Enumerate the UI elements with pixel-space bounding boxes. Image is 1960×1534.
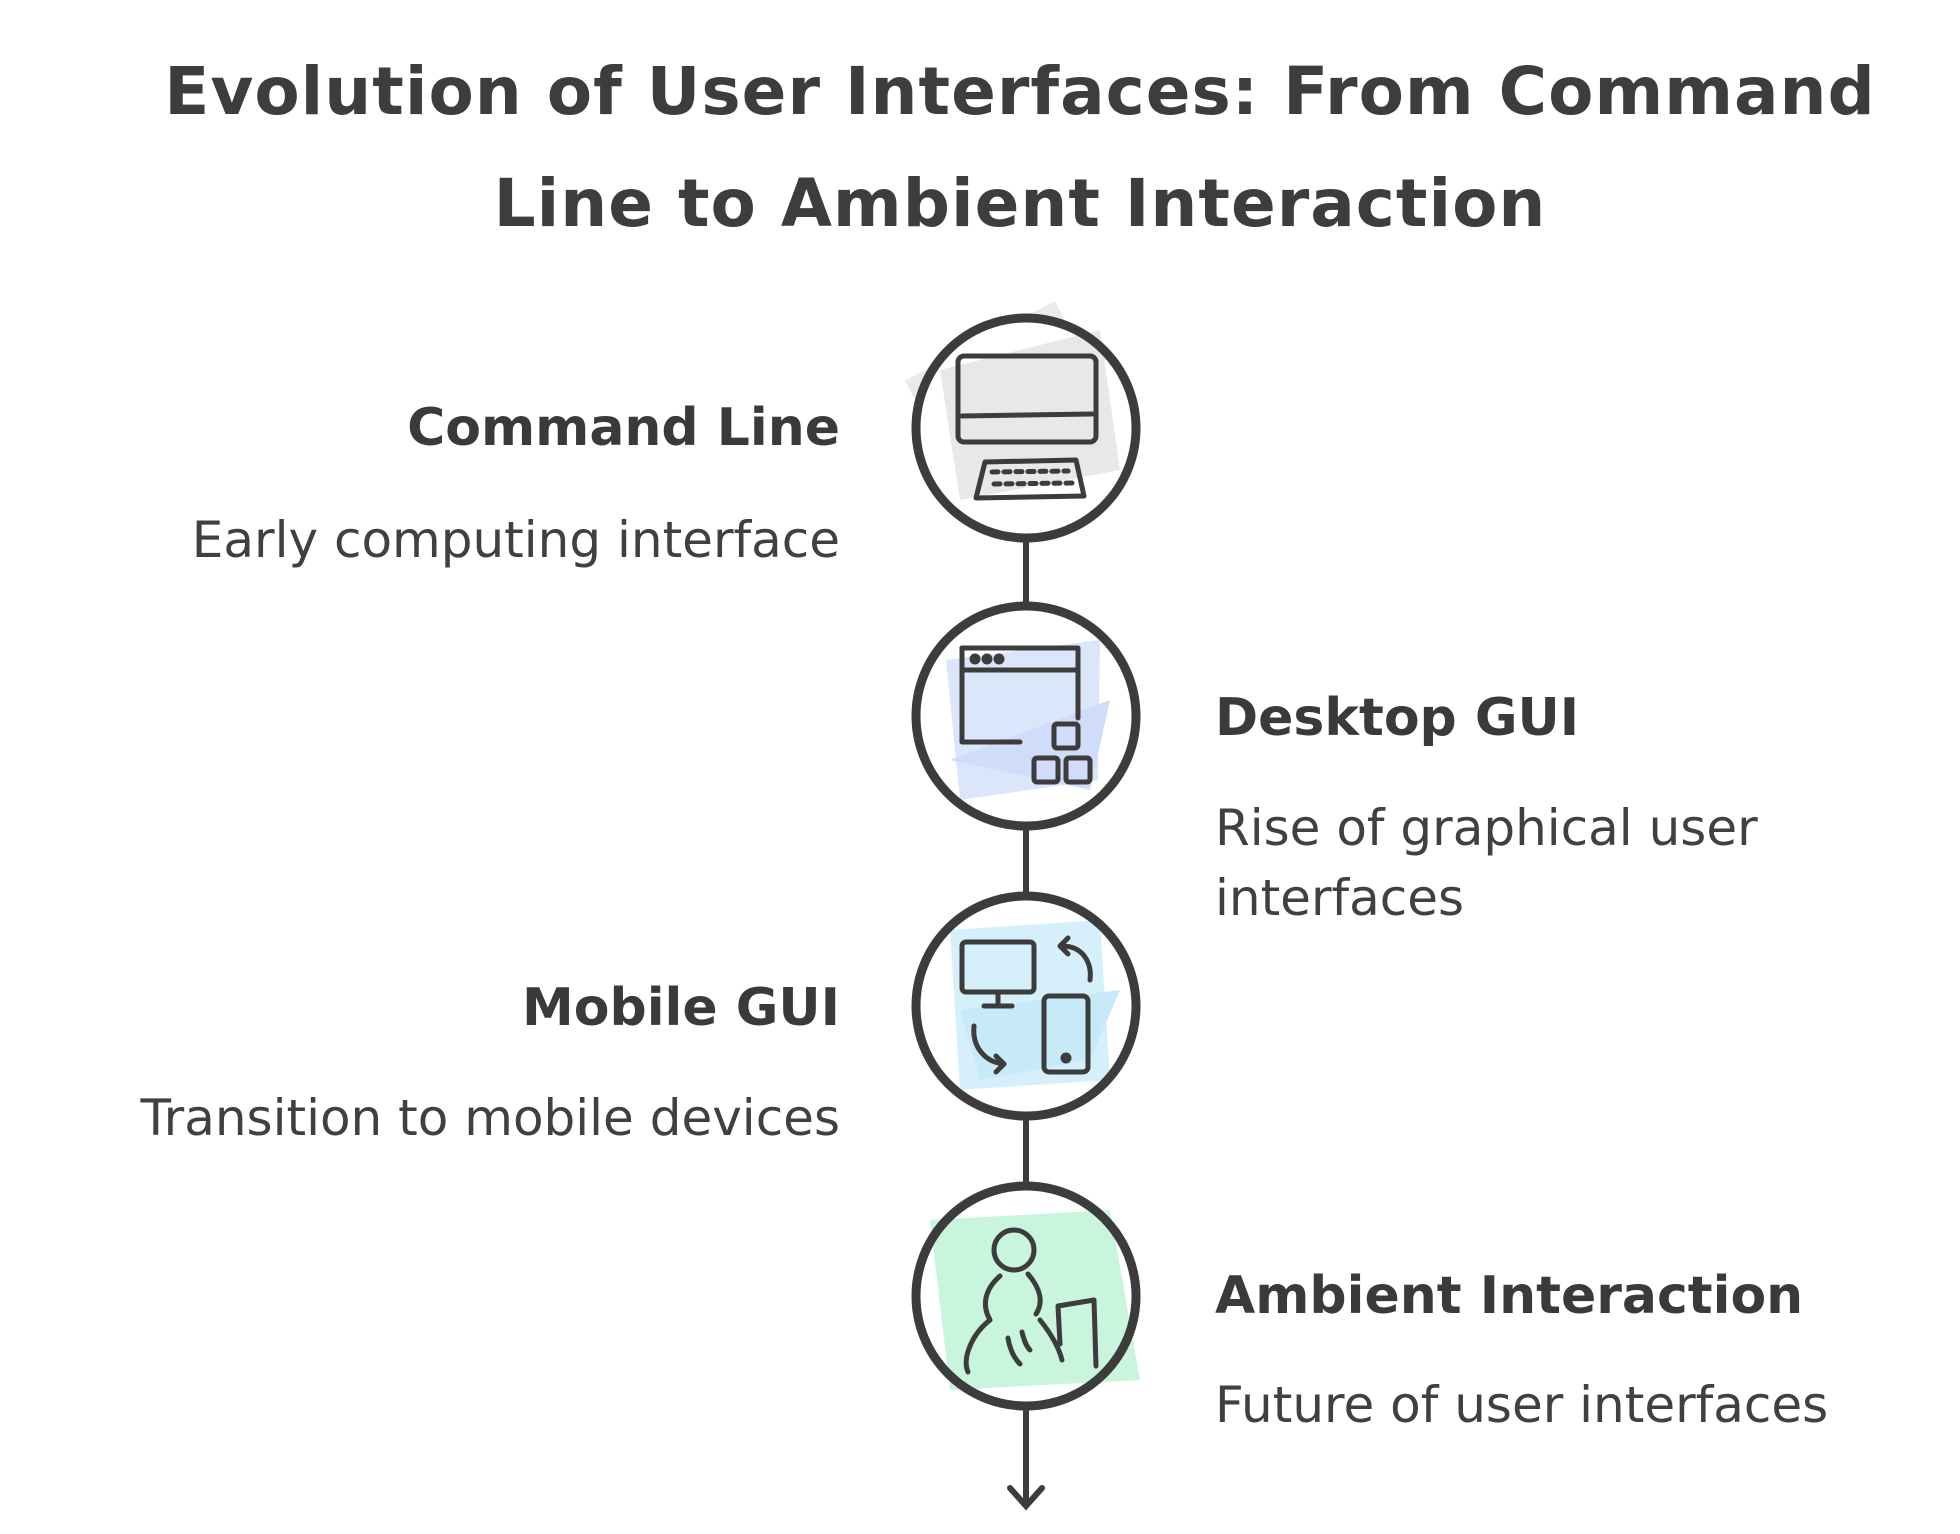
- desktop-mobile-sync-icon: [959, 935, 1093, 1075]
- computer-keyboard-icon: [955, 353, 1099, 501]
- stage-node-mobile-gui: [911, 891, 1141, 1121]
- stage-title-ambient-interaction: Ambient Interaction: [1215, 1266, 1804, 1326]
- stage-node-desktop-gui: [911, 601, 1141, 831]
- stage-desc-mobile-gui: Transition to mobile devices: [140, 1089, 840, 1147]
- stage-node-command-line: [904, 300, 1141, 543]
- stage-title-desktop-gui: Desktop GUI: [1215, 688, 1580, 748]
- stage-title-mobile-gui: Mobile GUI: [522, 978, 840, 1038]
- stage-desc-ambient-interaction: Future of user interfaces: [1215, 1376, 1829, 1434]
- title-line-2: Line to Ambient Interaction: [493, 165, 1547, 242]
- title-line-1: Evolution of User Interfaces: From Comma…: [164, 53, 1876, 130]
- stage-desc-command-line: Early computing interface: [191, 511, 840, 569]
- timeline-connectors: [1007, 535, 1045, 1511]
- desktop-windows-icon: [959, 645, 1093, 785]
- timeline-arrow-icon: [1007, 1485, 1045, 1511]
- stage-title-command-line: Command Line: [407, 398, 840, 458]
- person-gesture-icon: [963, 1227, 1099, 1375]
- stage-node-ambient-interaction: [911, 1181, 1141, 1411]
- stage-desc-desktop-gui: Rise of graphical user interfaces: [1215, 799, 1758, 927]
- diagram-title: Evolution of User Interfaces: From Comma…: [60, 36, 1960, 260]
